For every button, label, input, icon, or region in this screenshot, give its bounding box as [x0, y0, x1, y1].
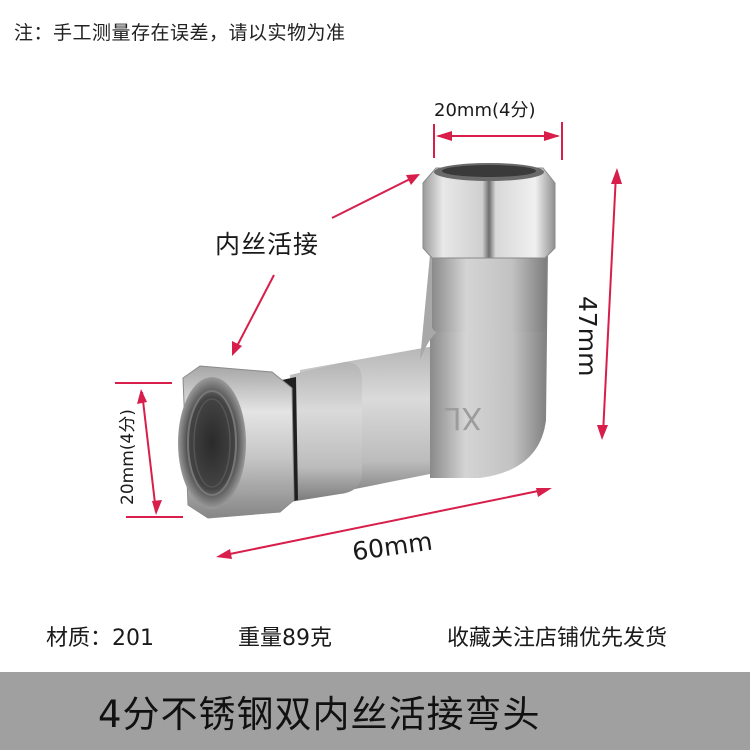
promo-text: 收藏关注店铺优先发货 [447, 626, 668, 651]
top-opening-dimension: 20mm(4分) [434, 100, 536, 121]
measurement-note: 注：手工测量存在误差，请以实物为准 [14, 22, 346, 44]
product-title: 4分不锈钢双内丝活接弯头 [98, 693, 541, 736]
side-opening-dimension: 20mm(4分) [118, 409, 138, 505]
union-callout-label: 内丝活接 [215, 230, 320, 259]
weight-spec: 重量89克 [238, 626, 332, 651]
product-image: XL [115, 100, 622, 566]
material-spec: 材质：201 [46, 626, 154, 651]
pipe-elbow-fitting-icon: XL [115, 122, 622, 559]
svg-text:XL: XL [444, 400, 482, 435]
height-dimension: 47mm [573, 296, 602, 377]
title-banner: 4分不锈钢双内丝活接弯头 [0, 672, 750, 750]
